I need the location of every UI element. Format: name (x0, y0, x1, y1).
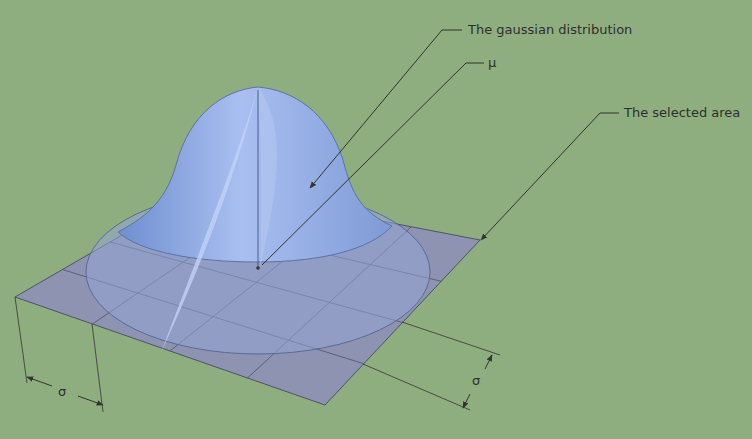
callout-label: The gaussian distribution (466, 22, 634, 38)
dimension-line (27, 377, 52, 386)
extension-line (15, 297, 27, 383)
dimension-line (78, 396, 103, 405)
mean-point (256, 266, 260, 270)
bell-highlight (258, 87, 277, 268)
extension-line (402, 322, 500, 355)
extension-line (363, 364, 470, 410)
callout-label: The selected area (622, 105, 742, 121)
dimension-label: σ (470, 373, 482, 389)
bell-highlight (160, 87, 258, 355)
dimension-label: σ (56, 384, 68, 400)
leader-line (262, 63, 484, 265)
gaussian-bell (118, 87, 392, 262)
leader-line (481, 113, 619, 240)
callout-label: μ (486, 55, 498, 71)
dimension-line (463, 394, 470, 408)
extension-line (92, 324, 103, 412)
leader-line (310, 30, 462, 188)
mean-axis (258, 90, 259, 268)
dimension-line (485, 355, 492, 369)
